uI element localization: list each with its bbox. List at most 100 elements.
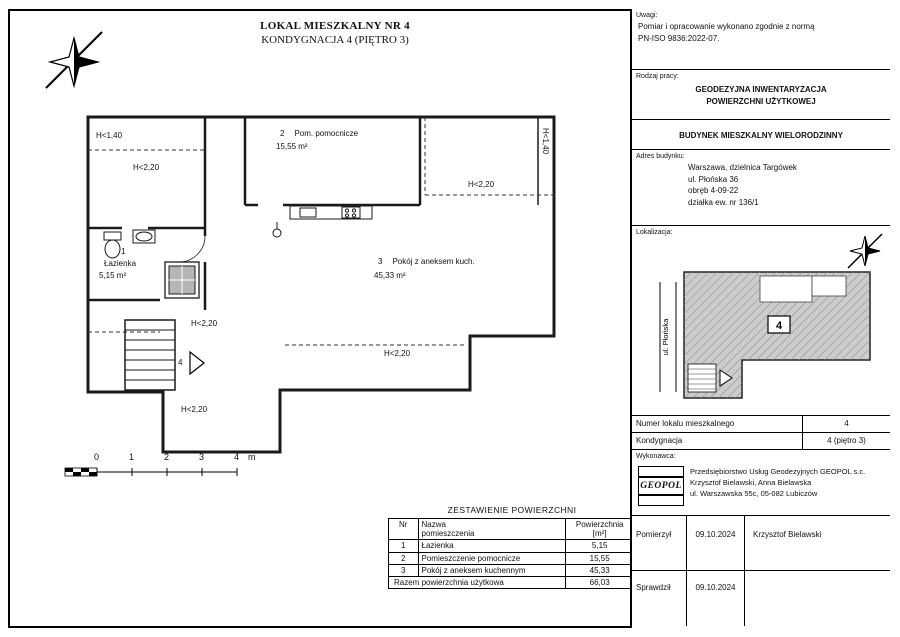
pomierzyl-date: 09.10.2024 [686, 516, 744, 570]
entry-door-icon [189, 350, 205, 376]
stairs [124, 319, 176, 391]
entry-number: 4 [178, 358, 183, 367]
wykonawca-line-2: Krzysztof Bielawski, Anna Bielawska [690, 478, 812, 487]
title-line1: LOKAL MIESZKALNY NR 4 [260, 20, 410, 32]
scale-unit: m [248, 452, 256, 462]
adres-line-3: obręb 4-09-22 [688, 186, 739, 195]
row2-area: 15,55 [565, 551, 634, 565]
title-block-panel: Uwagi: Pomiar i opracowanie wykonano zgo… [630, 9, 890, 628]
uwagi-label: Uwagi: [636, 12, 658, 19]
geopol-logo-text: GEOPOL [638, 476, 684, 496]
col-header-name-l2: pomieszczenia [421, 529, 475, 539]
room3-name: Pokój z aneksem kuch. [392, 257, 475, 266]
height-label-topleft-140: H<1,40 [96, 131, 123, 140]
table-row: 3 Pokój z aneksem kuchennym 45,33 [388, 563, 634, 577]
fixture-symbol [272, 222, 282, 238]
floor-plan [64, 115, 556, 477]
height-label-lower-220: H<2,20 [384, 349, 411, 358]
height-label-topleft-220: H<2,20 [133, 163, 160, 172]
geopol-logo: GEOPOL [638, 466, 684, 506]
row-sprawdzil: Sprawdził 09.10.2024 [632, 571, 890, 626]
lokalizacja-label: Lokalizacja: [636, 229, 673, 236]
box-uwagi: Uwagi: Pomiar i opracowanie wykonano zgo… [632, 9, 890, 70]
row3-nr: 3 [388, 563, 419, 577]
room1-area: 5,15 m² [99, 271, 127, 280]
scale-tick-2: 2 [164, 452, 170, 462]
box-lokalizacja: Lokalizacja: 4 [632, 226, 890, 416]
row1-area: 5,15 [565, 539, 634, 553]
scale-bar [64, 467, 238, 477]
box-wykonawca: Wykonawca: GEOPOL Przedsiębiorstwo Usług… [632, 450, 890, 516]
room3-number: 3 [378, 257, 383, 266]
rodzaj-line1: GEODEZYJNA INWENTARYZACJA [695, 85, 827, 94]
sprawdzil-date: 09.10.2024 [686, 571, 744, 626]
rodzaj-label: Rodzaj pracy: [636, 73, 679, 80]
scale-tick-3: 3 [199, 452, 205, 462]
row-kondygnacja: Kondygnacja 4 (piętro 3) [632, 433, 890, 450]
title-line2: KONDYGNACJA 4 (PIĘTRO 3) [261, 34, 409, 46]
map-entry-door-icon [719, 369, 733, 387]
area-summary: ZESTAWIENIE POWIERZCHNI Nr Nazwa pomiesz… [387, 505, 636, 590]
kitchen-fixtures [289, 205, 373, 220]
row2-nr: 2 [388, 551, 419, 565]
door-swing-arc [178, 235, 206, 263]
kondygnacja-value: 4 (piętro 3) [802, 433, 890, 449]
map-stairs [687, 363, 717, 393]
box-building-type: BUDYNEK MIESZKALNY WIELORODZINNY [632, 120, 890, 150]
col-header-area-l1: Powierzchnia [575, 520, 624, 529]
col-header-nr: Nr [388, 517, 419, 541]
building-type: BUDYNEK MIESZKALNY WIELORODZINNY [679, 131, 843, 140]
height-label-bottom-220: H<2,20 [181, 405, 208, 414]
row3-name: Pokój z aneksem kuchennym [417, 563, 567, 577]
compass-rose-icon [45, 31, 103, 89]
room3-area: 45,33 m² [374, 271, 406, 280]
wykonawca-line-3: ul. Warszawska 55c, 05-082 Lubiczów [690, 489, 818, 498]
sprawdzil-label: Sprawdził [636, 583, 671, 592]
room2-label: 2 Pom. pomocnicze [280, 129, 358, 138]
col-header-area: Powierzchnia [m²] [565, 517, 634, 541]
row-numer-lokalu: Numer lokalu mieszkalnego 4 [632, 416, 890, 433]
row1-nr: 1 [388, 539, 419, 553]
box-adres: Adres budynku: Warszawa, dzielnica Targó… [632, 150, 890, 226]
height-label-topright-220: H<2,20 [468, 180, 495, 189]
pomierzyl-name: Krzysztof Bielawski [744, 516, 890, 570]
col-header-name-l1: Nazwa [421, 520, 446, 529]
area-table-title: ZESTAWIENIE POWIERZCHNI [447, 505, 577, 515]
total-value: 66,03 [565, 575, 634, 590]
adres-line-2: ul. Płońska 36 [688, 174, 739, 184]
adres-line-4: działka ew. nr 136/1 [688, 197, 759, 207]
room1-name: Łazienka [104, 259, 137, 268]
height-label-right-140: H<1,40 [541, 128, 550, 155]
row3-area: 45,33 [565, 563, 634, 577]
scale-tick-4: 4 [234, 452, 240, 462]
table-row: 2 Pomieszczenie pomocnicze 15,55 [388, 551, 634, 565]
kondygnacja-label: Kondygnacja [636, 436, 683, 445]
numer-lokalu-value: 4 [802, 416, 890, 432]
scale-tick-1: 1 [129, 452, 135, 462]
room3-label: 3 Pokój z aneksem kuch. [378, 257, 475, 266]
rodzaj-line2: POWIERZCHNI UŻYTKOWEJ [706, 97, 816, 106]
col-header-area-l2: [m²] [592, 529, 607, 539]
row-pomierzyl: Pomierzył 09.10.2024 Krzysztof Bielawski [632, 516, 890, 571]
sprawdzil-name-empty [744, 571, 890, 626]
total-label: Razem powierzchnia użytkowa [387, 575, 567, 590]
map-unit-number: 4 [776, 320, 783, 332]
room1-number: 1 [121, 247, 126, 256]
area-table: Nr Nazwa pomieszczenia Powierzchnia [m²]… [387, 517, 634, 590]
height-label-hall-220: H<2,20 [191, 319, 218, 328]
room2-name: Pom. pomocnicze [294, 129, 359, 138]
wykonawca-line-1: Przedsiębiorstwo Usług Geodezyjnych GEOP… [690, 467, 866, 476]
uwagi-line2: PN-ISO 9836:2022-07. [638, 33, 720, 43]
numer-lokalu-label: Numer lokalu mieszkalnego [636, 419, 735, 428]
bathroom-fixtures [103, 229, 200, 299]
floor-plan-walls [86, 115, 556, 454]
height-zone-dashed-lines [88, 117, 554, 346]
map-unit-box [767, 315, 791, 334]
pomierzyl-label: Pomierzył [636, 530, 672, 539]
drawing-title: LOKAL MIESZKALNY NR 4 KONDYGNACJA 4 (PIĘ… [185, 20, 485, 46]
room2-number: 2 [280, 129, 285, 138]
table-total-row: Razem powierzchnia użytkowa 66,03 [387, 575, 634, 590]
adres-label: Adres budynku: [636, 153, 685, 160]
wykonawca-label: Wykonawca: [636, 453, 676, 460]
mini-compass-icon [847, 233, 883, 269]
